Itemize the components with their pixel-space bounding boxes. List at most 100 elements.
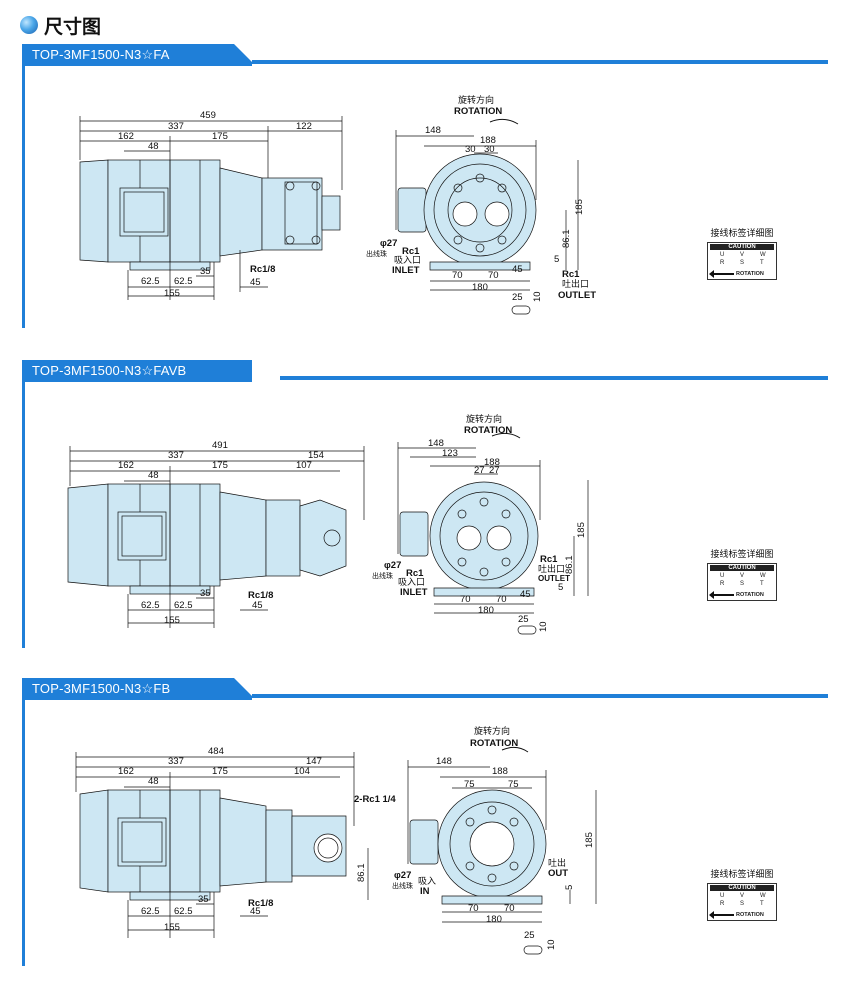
dim-62-5b: 62.5 [174,276,193,287]
caution-caption: CAUTION [710,885,774,891]
wiring-label-title: 接线标签详细图 [710,870,774,880]
dim-75b: 75 [508,779,519,790]
dim-180: 180 [472,282,488,293]
rc-2-label: 2-Rc1 1/4 [354,794,396,805]
dim-motor: 337 [168,121,184,132]
caution-label: CAUTION U V W R S T ROTATION [707,883,777,921]
front-view [395,118,579,315]
outlet-label: OUTLET [538,574,570,583]
dim-180: 180 [486,914,502,925]
discharge-label: 吐出口 [562,278,589,290]
dim-35: 35 [200,266,211,277]
phi27-label: φ27 [394,870,411,881]
side-dims: 484 337 147 162 175 104 48 62.5 62.5 35 … [118,746,396,933]
side-view [75,752,369,938]
dim-overall: 459 [200,110,216,121]
drawing-favb: 491 337 154 162 175 107 48 62.5 62.5 35 … [67,413,589,635]
wiring-label-title: 接线标签详细图 [710,550,774,560]
dim-25: 25 [518,614,529,625]
dim-45: 45 [250,277,261,288]
side-view [79,116,343,300]
phase-w: W [760,893,766,899]
suction-label: 吸入口 [394,255,421,266]
dim-45: 45 [520,589,531,600]
front-view [407,746,597,955]
wiring-label-detail: 接线标签详细图 CAUTION U V W R S T ROTATION [707,547,777,601]
dim-10: 10 [546,939,557,950]
phase-t: T [760,581,764,587]
discharge-label: 吐出口 [538,563,565,575]
dim-27b: 27 [489,465,500,476]
section-side-bar [22,66,25,328]
dim-185: 185 [574,199,585,215]
band-rule [280,376,828,380]
front-view [397,432,589,635]
dim-70b: 70 [504,903,515,914]
dim-62-5b: 62.5 [174,600,193,611]
dim-70b: 70 [488,270,499,281]
section-side-bar [22,700,25,966]
model-band-favb: TOP-3MF1500-N3☆FAVB [22,360,828,382]
caution-label: CAUTION U V W R S T ROTATION [707,242,777,280]
dim-30b: 30 [484,144,495,155]
band-rule [252,60,828,64]
section-header: 尺寸图 [20,12,101,38]
phase-t: T [760,260,764,266]
phase-s: S [740,901,745,907]
wiring-label-detail: 接线标签详细图 CAUTION U V W R S T ROTATION [707,226,777,280]
rc18-label: Rc1/8 [248,590,273,601]
dim-overall: 491 [212,440,228,451]
discharge-short-label: 吐出 [548,857,566,869]
dim-overall: 484 [208,746,224,757]
bullet-ball-icon [20,16,38,34]
dim-25: 25 [524,930,535,941]
dim-10: 10 [538,621,549,632]
cable-bead-label: 出线珠 [392,881,413,890]
dim-70a: 70 [468,903,479,914]
caution-caption: CAUTION [710,565,774,571]
rotation-text: ROTATION [736,912,764,918]
dim-70b: 70 [496,594,507,605]
dim-185: 185 [584,832,595,848]
dim-35: 35 [198,894,209,905]
page-title: 尺寸图 [44,15,102,38]
caution-caption: CAUTION [710,244,774,250]
out-label: OUT [548,868,568,879]
dim-180: 180 [478,605,494,616]
dim-48: 48 [148,776,159,787]
phase-s: S [740,260,745,266]
dim-5: 5 [554,254,559,265]
model-name: TOP-3MF1500-N3☆FAVB [32,363,187,378]
rotation-cn: 旋转方向 [474,725,510,737]
outlet-label: OUTLET [558,290,596,301]
suction-short-label: 吸入 [418,876,436,887]
phase-w: W [760,573,766,579]
inlet-label: INLET [392,265,420,276]
dim-45: 45 [512,264,523,275]
band-tab-shape [22,360,252,382]
phase-r: R [720,260,725,266]
dim-27a: 27 [474,465,485,476]
rc1-out-label: Rc1 [562,269,580,280]
side-dims: 491 337 154 162 175 107 48 62.5 62.5 35 … [118,440,324,626]
suction-label: 吸入口 [398,577,425,588]
rc1-label: Rc1 [402,246,420,257]
caution-label: CAUTION U V W R S T ROTATION [707,563,777,601]
wiring-label-title: 接线标签详细图 [710,229,774,239]
dim-155: 155 [164,615,180,626]
dim-155: 155 [164,288,180,299]
dim-86-1: 86.1 [561,230,572,249]
arrow-left-icon [709,270,734,278]
dim-45: 45 [250,906,261,917]
wiring-label-detail: 接线标签详细图 CAUTION U V W R S T ROTATION [707,867,777,921]
dim-104: 104 [294,766,310,777]
arrow-left-icon [709,591,734,599]
dim-148: 148 [425,125,441,136]
dim-175: 175 [212,131,228,142]
front-dims: 旋转方向 ROTATION 148 188 75 75 185 5 70 70 … [392,725,595,950]
rc18-label: Rc1/8 [248,898,273,909]
phi27-label: φ27 [380,238,397,249]
dim-pump-ext: 147 [306,756,322,767]
phase-v: V [740,893,745,899]
phase-s: S [740,581,745,587]
